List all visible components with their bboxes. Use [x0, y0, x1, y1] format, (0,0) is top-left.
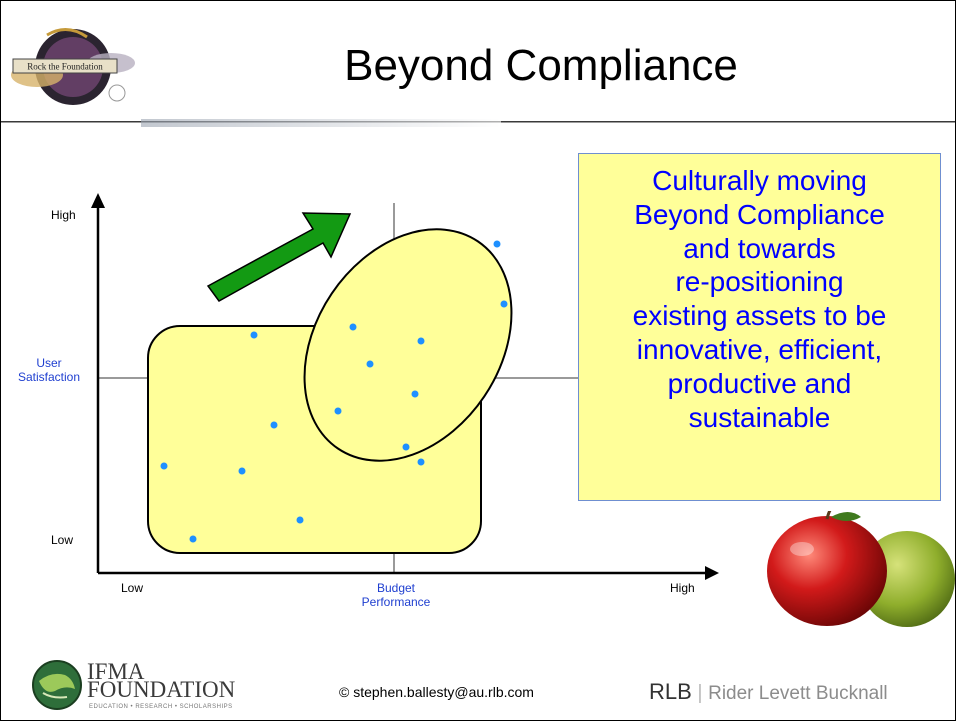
dot — [238, 467, 246, 475]
y-axis-title: User Satisfaction — [1, 356, 97, 384]
dot — [270, 421, 278, 429]
dot — [296, 516, 304, 524]
ifma-tagline: EDUCATION • RESEARCH • SCHOLARSHIPS — [89, 704, 233, 710]
callout-box: Culturally moving Beyond Compliance and … — [578, 153, 941, 501]
data-dots — [160, 240, 508, 543]
y-axis-title-line2: Satisfaction — [17, 370, 81, 384]
x-axis-high-label: High — [670, 581, 695, 595]
callout-line: productive and — [667, 367, 852, 399]
dot — [366, 360, 374, 368]
callout-line: Beyond Compliance — [634, 198, 885, 230]
dot — [493, 240, 501, 248]
x-axis-low-label: Low — [121, 581, 144, 595]
callout-line: Culturally moving — [652, 165, 867, 196]
logo-text: Rock the Foundation — [27, 62, 103, 72]
callout-line: existing assets to be — [632, 300, 887, 332]
x-axis-title-line1: Budget — [376, 581, 416, 595]
apples-image — [767, 511, 955, 627]
dot — [500, 300, 508, 308]
y-axis-arrowhead — [91, 193, 105, 208]
rock-the-foundation-logo: Rock the Foundation — [11, 28, 135, 105]
callout-line: re-positioning — [675, 266, 844, 298]
target-state-ellipse — [303, 228, 513, 462]
copyright-text: © stephen.ballesty@au.rlb.com — [339, 684, 534, 700]
dot — [349, 323, 357, 331]
y-axis-title-line1: User — [36, 356, 62, 370]
ifma-line2: FOUNDATION — [87, 677, 236, 702]
red-apple — [767, 516, 887, 626]
callout-line: sustainable — [688, 401, 831, 433]
dot — [402, 443, 410, 451]
rlb-name: Rider Levett Bucknall — [708, 683, 888, 704]
x-axis-title-line2: Performance — [361, 595, 431, 609]
globe-icon — [32, 660, 82, 710]
y-axis-low-label: Low — [51, 533, 74, 547]
dot — [189, 535, 197, 543]
ifma-wordmark: IFMA FOUNDATION — [87, 659, 236, 702]
title-underline — [1, 119, 955, 127]
dot — [417, 337, 425, 345]
dot — [334, 407, 342, 415]
dot — [250, 331, 258, 339]
x-axis-arrowhead — [705, 566, 719, 580]
y-axis-high-label: High — [51, 208, 76, 222]
callout-line: and towards — [683, 232, 836, 264]
callout-line: innovative, efficient, — [636, 333, 883, 365]
dot — [411, 390, 419, 398]
page-title: Beyond Compliance — [344, 41, 738, 90]
dot — [417, 458, 425, 466]
rlb-initials: RLB — [649, 679, 692, 704]
rlb-logo: RLB | Rider Levett Bucknall — [649, 679, 888, 704]
direction-arrow — [206, 212, 352, 302]
x-axis-title: Budget Performance — [351, 581, 441, 609]
ifma-line1: IFMA — [87, 659, 145, 684]
dot — [160, 462, 168, 470]
